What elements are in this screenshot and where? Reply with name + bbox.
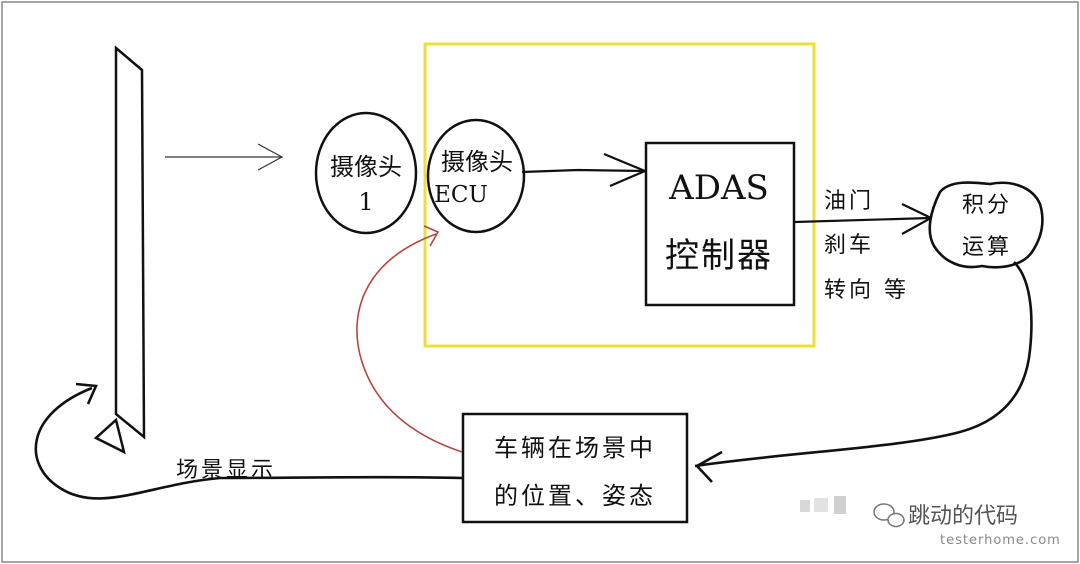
feedback-arrow-head [423, 225, 440, 247]
adas-system-boundary [423, 42, 816, 348]
vehicle-state-label-line2: 的位置、姿态 [494, 482, 656, 510]
control-output-steering: 转向 等 [824, 278, 909, 303]
watermark-site: testerhome.com [940, 533, 1061, 548]
vehicle-state-box [461, 412, 689, 524]
display-stand [93, 417, 126, 455]
integration-label-line1: 积分 [961, 193, 1012, 218]
camera1-ellipse [314, 111, 418, 235]
control-output-throttle: 油门 [824, 189, 875, 214]
watermark-account: 跳动的代码 [908, 504, 1019, 529]
ecu-to-adas-arrow-line [521, 168, 646, 174]
adas-label-line1: ADAS [669, 168, 769, 208]
watermark-blur-1 [800, 500, 810, 512]
adas-label-line2: 控制器 [665, 236, 773, 276]
camera-ecu-label-line2: ECU [434, 182, 488, 208]
wechat-icon [873, 503, 905, 528]
camera1-label-line1: 摄像头 [330, 153, 402, 181]
watermark-blur-2 [814, 498, 828, 512]
camera-ecu-ellipse [426, 118, 526, 234]
camera1-label-line2: 1 [358, 188, 374, 216]
integration-cloud [928, 181, 1044, 269]
scene-display-arrow-line [34, 386, 463, 500]
vehicle-state-label-line1: 车辆在场景中 [494, 434, 656, 462]
adas-controller-box [644, 141, 796, 307]
feedback-arrow-line [356, 233, 463, 453]
display-screen [114, 45, 146, 440]
watermark-blur-3 [834, 496, 846, 514]
adas-to-integration-arrow-line [794, 216, 931, 224]
integration-label-line2: 运算 [961, 235, 1012, 260]
view-arrow-head [257, 143, 284, 171]
scene-display-arrow-head [75, 382, 98, 405]
integration-to-vehicle-arrow-line [694, 261, 1033, 468]
control-output-brake: 刹车 [824, 233, 875, 258]
scene-display-label: 场景显示 [176, 458, 277, 483]
camera-ecu-label-line1: 摄像头 [441, 148, 513, 176]
integration-to-vehicle-arrow-head [694, 450, 723, 483]
